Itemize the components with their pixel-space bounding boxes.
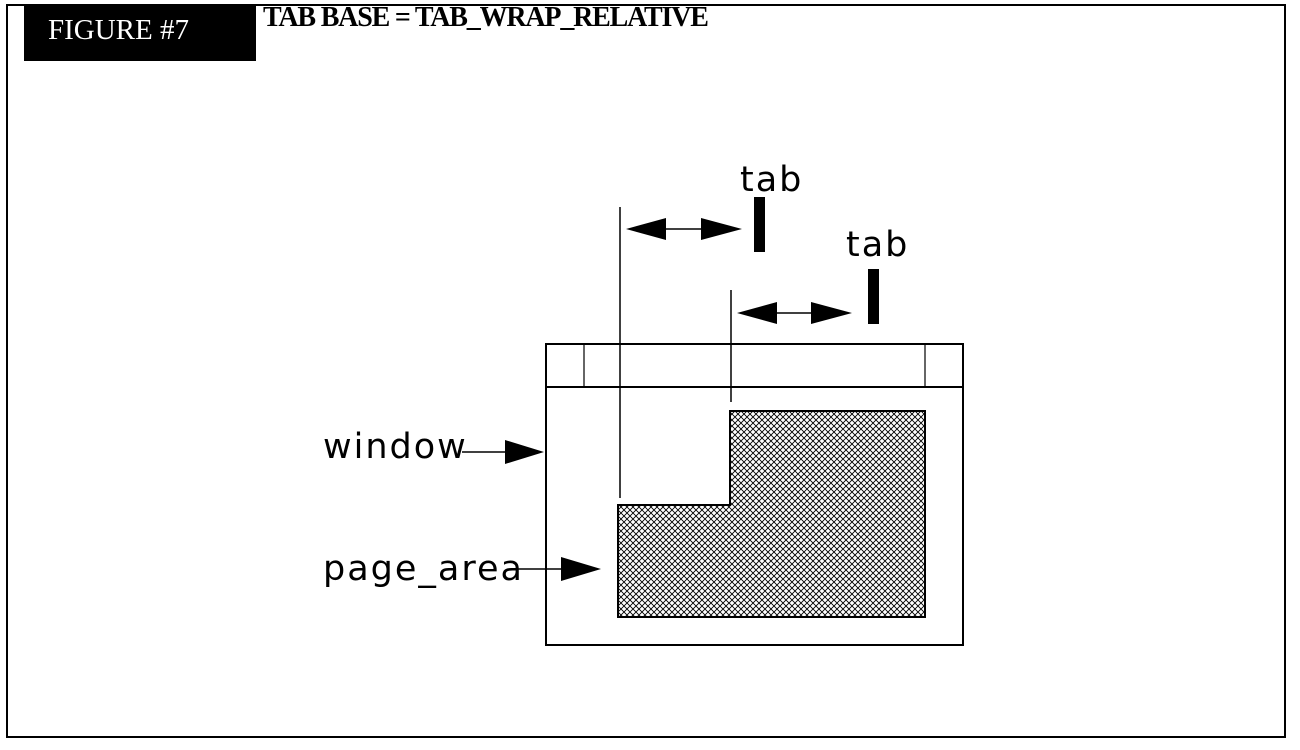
window-box [545, 343, 964, 646]
tab-distance-arrow-lower [737, 302, 852, 324]
figure-badge: FIGURE #7 [24, 4, 256, 61]
tab-label-lower: tab [846, 225, 909, 265]
tab-marker-upper [754, 197, 765, 252]
figure-title: TAB BASE = TAB_WRAP_RELATIVE [263, 2, 709, 33]
tab-distance-arrow-upper [626, 218, 742, 240]
page-area-label: page_area [323, 549, 524, 589]
window-arrow [462, 440, 544, 464]
page-area-shape [617, 410, 926, 618]
tab-label-upper: tab [740, 160, 803, 200]
figure-frame [6, 4, 1286, 738]
window-label: window [323, 427, 468, 467]
tab-marker-lower [868, 269, 879, 324]
page-area-arrow [515, 557, 601, 581]
